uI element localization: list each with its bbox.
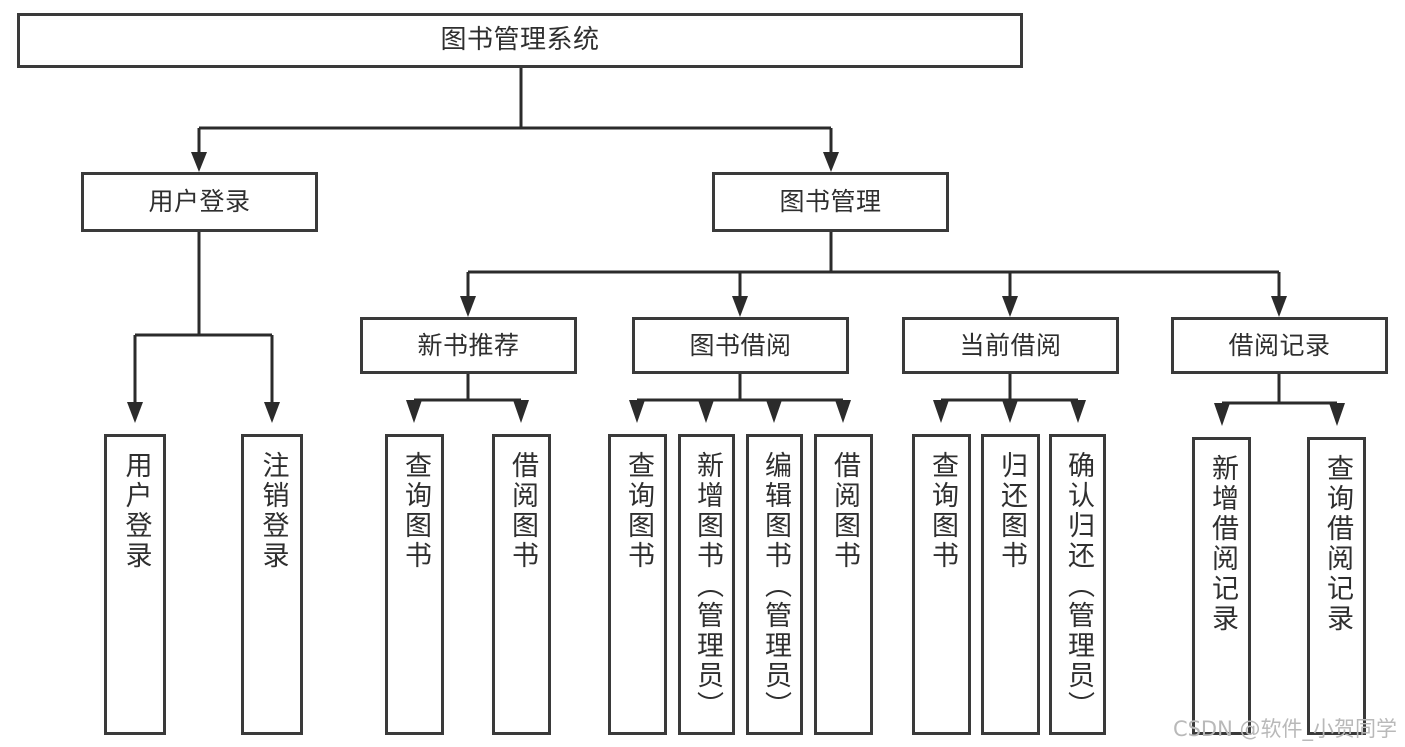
arrowhead-leaf-add-record bbox=[1214, 403, 1230, 426]
arrowhead-leaf-confirm-return bbox=[1070, 400, 1086, 423]
node-label: 图书管理系统 bbox=[440, 25, 600, 56]
node-label: 查询借阅记录 bbox=[1321, 454, 1353, 634]
arrowhead-leaf-query-book-2 bbox=[629, 400, 645, 423]
node-root-book-management-system[interactable]: 图书管理系统 bbox=[17, 13, 1023, 68]
leaf-borrow-book-borrow[interactable]: 借阅图书 bbox=[814, 434, 873, 735]
node-label: 查询图书 bbox=[399, 451, 431, 571]
node-label: 图书借阅 bbox=[689, 330, 792, 360]
node-label: 注销登录 bbox=[257, 451, 289, 571]
node-label: 查询图书 bbox=[926, 451, 958, 571]
node-label: 借阅记录 bbox=[1228, 330, 1331, 360]
node-label: 确认归还（管理员） bbox=[1062, 451, 1094, 721]
node-label: 编辑图书（管理员） bbox=[759, 451, 791, 721]
node-label: 借阅图书 bbox=[828, 451, 860, 571]
arrowhead-leaf-user-logout bbox=[264, 402, 280, 423]
csdn-watermark: CSDN @软件_小贺同学 bbox=[1172, 717, 1397, 741]
leaf-user-login[interactable]: 用户登录 bbox=[104, 434, 166, 735]
arrowhead-borrow-record bbox=[1271, 296, 1287, 317]
arrowhead-leaf-query-book-1 bbox=[406, 400, 422, 423]
leaf-user-logout[interactable]: 注销登录 bbox=[241, 434, 303, 735]
arrowhead-current-borrow bbox=[1002, 296, 1018, 317]
node-label: 图书管理 bbox=[779, 187, 882, 217]
node-borrow-record[interactable]: 借阅记录 bbox=[1171, 317, 1388, 374]
node-new-book-recommendation[interactable]: 新书推荐 bbox=[360, 317, 577, 374]
arrowhead-leaf-edit-book bbox=[766, 400, 782, 423]
node-label: 新书推荐 bbox=[417, 330, 520, 360]
arrowhead-new-book-rec bbox=[460, 296, 476, 317]
node-book-borrow[interactable]: 图书借阅 bbox=[632, 317, 849, 374]
leaf-add-book-admin[interactable]: 新增图书（管理员） bbox=[678, 434, 735, 735]
node-book-management[interactable]: 图书管理 bbox=[712, 172, 949, 232]
node-user-login[interactable]: 用户登录 bbox=[81, 172, 318, 232]
node-label: 新增借阅记录 bbox=[1206, 454, 1238, 634]
leaf-query-book-current[interactable]: 查询图书 bbox=[912, 434, 971, 735]
arrowhead-book-manage bbox=[823, 152, 839, 172]
arrowhead-leaf-borrow-book-2 bbox=[835, 400, 851, 423]
leaf-add-borrow-record[interactable]: 新增借阅记录 bbox=[1192, 437, 1251, 735]
arrowhead-leaf-query-book-3 bbox=[933, 400, 949, 423]
arrowhead-leaf-return-book bbox=[1002, 400, 1018, 423]
leaf-query-borrow-record[interactable]: 查询借阅记录 bbox=[1307, 437, 1366, 735]
leaf-borrow-book-recommendation[interactable]: 借阅图书 bbox=[492, 434, 551, 735]
node-label: 查询图书 bbox=[622, 451, 654, 571]
arrowhead-leaf-add-book bbox=[698, 400, 714, 423]
arrowhead-leaf-query-record bbox=[1329, 403, 1345, 426]
arrowhead-leaf-user-login bbox=[127, 402, 143, 423]
node-label: 用户登录 bbox=[148, 187, 251, 217]
leaf-confirm-return-admin[interactable]: 确认归还（管理员） bbox=[1049, 434, 1106, 735]
leaf-query-book-recommendation[interactable]: 查询图书 bbox=[385, 434, 444, 735]
node-label: 新增图书（管理员） bbox=[691, 451, 723, 721]
node-label: 用户登录 bbox=[120, 451, 152, 571]
leaf-edit-book-admin[interactable]: 编辑图书（管理员） bbox=[746, 434, 803, 735]
arrowhead-book-borrow bbox=[732, 296, 748, 317]
node-label: 借阅图书 bbox=[506, 451, 538, 571]
node-label: 归还图书 bbox=[995, 451, 1027, 571]
node-current-borrow[interactable]: 当前借阅 bbox=[902, 317, 1119, 374]
leaf-return-book[interactable]: 归还图书 bbox=[981, 434, 1040, 735]
arrowhead-user-login bbox=[191, 152, 207, 172]
arrowhead-leaf-borrow-book-1 bbox=[513, 400, 529, 423]
node-label: 当前借阅 bbox=[959, 330, 1062, 360]
leaf-query-book-borrow[interactable]: 查询图书 bbox=[608, 434, 667, 735]
